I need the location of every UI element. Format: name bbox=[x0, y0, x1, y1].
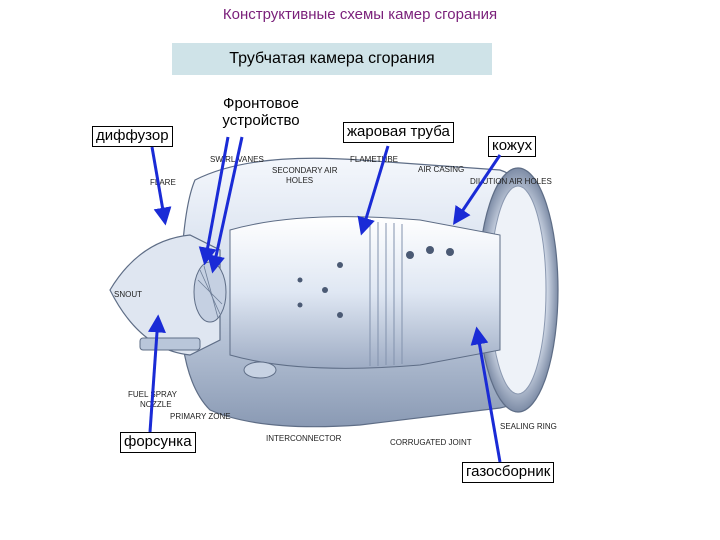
callout-front-device: Фронтовое устройство bbox=[203, 95, 319, 130]
callout-front-device-line2: устройство bbox=[206, 113, 316, 130]
slide-title: Конструктивные схемы камер сгорания bbox=[0, 6, 720, 23]
lbl-fuel-spray-1: FUEL SPRAY bbox=[128, 390, 178, 399]
callout-gas-collector: газосборник bbox=[462, 462, 554, 483]
lbl-air-casing: AIR CASING bbox=[418, 165, 464, 174]
lbl-fuel-spray-2: NOZZLE bbox=[140, 400, 172, 409]
callout-front-device-line1: Фронтовое bbox=[206, 96, 316, 113]
fuel-nozzle-shape bbox=[140, 338, 200, 350]
lbl-swirl-vanes: SWIRL VANES bbox=[210, 155, 264, 164]
lbl-primary-zone: PRIMARY ZONE bbox=[170, 412, 231, 421]
callout-diffuser: диффузор bbox=[92, 126, 173, 147]
lbl-interconnector: INTERCONNECTOR bbox=[266, 434, 342, 443]
callout-casing: кожух bbox=[488, 136, 536, 157]
lbl-sealing-ring: SEALING RING bbox=[500, 422, 557, 431]
flametube-shape bbox=[230, 217, 500, 369]
lbl-flare: FLARE bbox=[150, 178, 176, 187]
lbl-secondary-air-2: HOLES bbox=[286, 176, 313, 185]
lbl-flametube: FLAMETUBE bbox=[350, 155, 398, 164]
callout-injector: форсунка bbox=[120, 432, 196, 453]
subtitle-box: Трубчатая камера сгорания bbox=[172, 43, 492, 75]
lbl-secondary-air-1: SECONDARY AIR bbox=[272, 166, 338, 175]
combustion-chamber-diagram: SWIRL VANES SECONDARY AIR HOLES FLAMETUB… bbox=[100, 140, 580, 460]
interconnector-shape bbox=[244, 362, 276, 378]
callout-flame-tube: жаровая труба bbox=[343, 122, 454, 143]
lbl-dilution-holes: DILUTION AIR HOLES bbox=[470, 177, 552, 186]
lbl-snout: SNOUT bbox=[114, 290, 142, 299]
lbl-corrugated-joint: CORRUGATED JOINT bbox=[390, 438, 472, 447]
